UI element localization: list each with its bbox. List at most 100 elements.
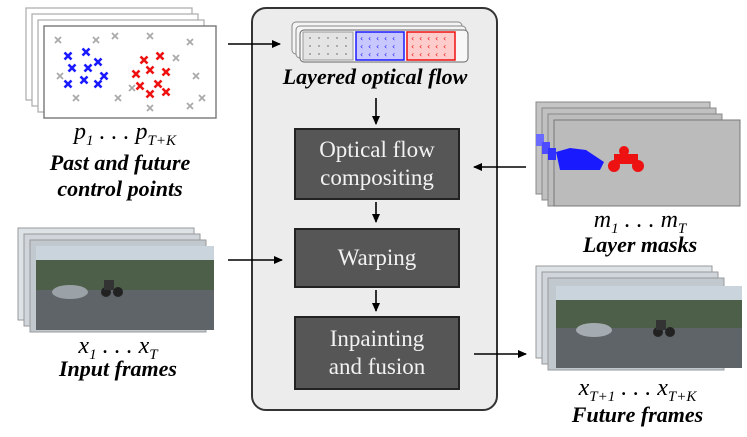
blue-control-point bbox=[99, 71, 109, 81]
input-frame-image bbox=[36, 246, 214, 330]
flow-dot bbox=[336, 37, 338, 39]
red-control-point bbox=[161, 87, 171, 97]
past-future-label-2: control points bbox=[57, 176, 183, 201]
gray-control-point bbox=[172, 54, 180, 62]
flow-dot bbox=[345, 45, 347, 47]
flow-arrow-red: ‹ bbox=[443, 42, 446, 51]
red-control-point bbox=[145, 89, 155, 99]
flow-arrow-blue: ‹ bbox=[368, 42, 371, 51]
flow-arrow-red: ‹ bbox=[411, 50, 414, 59]
blue-control-point bbox=[67, 63, 77, 73]
flow-arrow-blue: ‹ bbox=[384, 50, 387, 59]
input-frames-label: Input frames bbox=[59, 356, 177, 381]
future-frame-image bbox=[556, 286, 742, 368]
future-frames-label: Future frames bbox=[571, 402, 704, 427]
gray-control-point bbox=[146, 32, 154, 40]
blue-control-point bbox=[83, 63, 93, 73]
flow-dot bbox=[318, 53, 320, 55]
gray-control-point bbox=[192, 72, 200, 80]
flow-arrow-red: ‹ bbox=[419, 34, 422, 43]
flow-dot bbox=[345, 37, 347, 39]
flow-arrow-red: ‹ bbox=[411, 42, 414, 51]
arrows bbox=[228, 40, 527, 358]
gray-control-point bbox=[146, 104, 154, 112]
red-control-point bbox=[153, 79, 163, 89]
gray-control-point bbox=[54, 36, 62, 44]
flow-arrow-blue: ‹ bbox=[392, 50, 395, 59]
gray-control-point bbox=[128, 84, 136, 92]
flow-arrow-red: ‹ bbox=[443, 34, 446, 43]
layer-masks-math: m1 . . . mT bbox=[593, 207, 687, 237]
flow-arrow-red: ‹ bbox=[411, 34, 414, 43]
flow-dot bbox=[318, 45, 320, 47]
flow-dot bbox=[309, 37, 311, 39]
flow-dot bbox=[327, 53, 329, 55]
red-control-point bbox=[139, 55, 149, 65]
red-control-point bbox=[155, 51, 165, 61]
future-frames-math: xT+1 . . . xT+K bbox=[578, 375, 697, 405]
flow-arrow-blue: ‹ bbox=[392, 34, 395, 43]
red-control-point bbox=[145, 65, 155, 75]
control-points-stack bbox=[25, 7, 217, 119]
flow-dot bbox=[327, 37, 329, 39]
pipeline-panel bbox=[251, 7, 498, 411]
layer-masks-stack bbox=[535, 101, 741, 207]
warping-box: Warping bbox=[294, 228, 460, 288]
flow-arrow-red: ‹ bbox=[435, 34, 438, 43]
flow-dot bbox=[345, 53, 347, 55]
gray-control-point bbox=[72, 94, 80, 102]
flow-arrow-red: ‹ bbox=[419, 42, 422, 51]
blue-control-point bbox=[79, 75, 89, 85]
flow-arrow-blue: ‹ bbox=[360, 34, 363, 43]
flow-dot bbox=[309, 53, 311, 55]
flow-red-panel bbox=[406, 31, 456, 61]
future-frames-stack bbox=[535, 265, 742, 371]
gray-control-point bbox=[92, 36, 100, 44]
flow-arrow-red: ‹ bbox=[427, 42, 430, 51]
flow-arrow-blue: ‹ bbox=[384, 34, 387, 43]
input-frames-stack bbox=[17, 227, 214, 333]
past-future-label-1: Past and future bbox=[49, 150, 191, 175]
flow-arrow-blue: ‹ bbox=[384, 42, 387, 51]
motorbike-mask bbox=[608, 146, 644, 172]
flow-arrow-red: ‹ bbox=[427, 50, 430, 59]
gray-control-point bbox=[114, 94, 122, 102]
flow-arrow-red: ‹ bbox=[443, 50, 446, 59]
flow-arrow-blue: ‹ bbox=[368, 34, 371, 43]
blue-control-point bbox=[93, 79, 103, 89]
flow-dot bbox=[336, 45, 338, 47]
flow-arrow-red: ‹ bbox=[435, 42, 438, 51]
flow-arrow-blue: ‹ bbox=[376, 42, 379, 51]
red-control-point bbox=[131, 69, 141, 79]
flow-arrow-red: ‹ bbox=[435, 50, 438, 59]
blue-control-point bbox=[63, 79, 73, 89]
flow-dot bbox=[318, 37, 320, 39]
blue-control-point bbox=[63, 51, 73, 61]
flow-dot bbox=[309, 45, 311, 47]
flow-arrow-blue: ‹ bbox=[360, 42, 363, 51]
blue-control-point bbox=[93, 57, 103, 67]
gray-control-point bbox=[111, 32, 119, 40]
red-control-point bbox=[135, 81, 145, 91]
flow-arrow-red: ‹ bbox=[419, 50, 422, 59]
flow-arrow-blue: ‹ bbox=[376, 50, 379, 59]
car-mask bbox=[556, 148, 604, 170]
control-points-scatter bbox=[54, 32, 206, 112]
gray-control-point bbox=[198, 94, 206, 102]
flow-arrow-blue: ‹ bbox=[392, 42, 395, 51]
layered-flow-label: Layered optical flow bbox=[282, 64, 468, 89]
flow-blue-panel bbox=[355, 31, 405, 61]
input-frames-math: x1 . . . xT bbox=[78, 333, 158, 363]
flow-dot bbox=[336, 53, 338, 55]
blue-control-point bbox=[81, 47, 91, 57]
layered-flow-stack bbox=[291, 21, 469, 63]
layer-masks-label: Layer masks bbox=[582, 232, 698, 257]
control-points-math: p1 . . . pT+K bbox=[74, 119, 176, 149]
flow-arrow-blue: ‹ bbox=[360, 50, 363, 59]
inpainting-box: Inpainting and fusion bbox=[294, 316, 460, 390]
compositing-box: Optical flow compositing bbox=[294, 128, 460, 200]
gray-control-point bbox=[186, 38, 194, 46]
gray-control-point bbox=[56, 72, 64, 80]
flow-arrow-blue: ‹ bbox=[376, 34, 379, 43]
